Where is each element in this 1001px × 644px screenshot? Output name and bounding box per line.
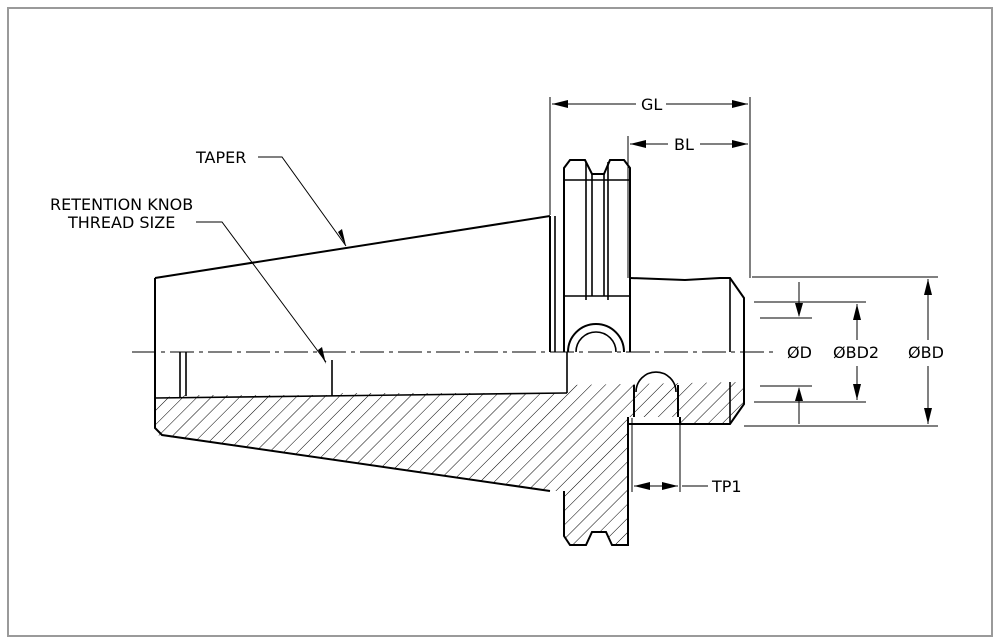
od-label: ØD [787, 343, 812, 362]
taper-label: TAPER [195, 148, 246, 167]
tp1-dimension [631, 418, 708, 492]
obd-label: ØBD [908, 343, 944, 362]
taper-leader [258, 156, 347, 247]
obd2-dimension [754, 301, 866, 403]
tool-body-outline [154, 159, 745, 546]
thread-size-label: THREAD SIZE [67, 213, 175, 232]
tp1-label: TP1 [711, 477, 742, 496]
obd2-label: ØBD2 [833, 343, 879, 362]
obd-dimension [744, 276, 938, 427]
retention-knob-label: RETENTION KNOB [50, 195, 193, 214]
section-hatching [155, 382, 744, 545]
od-dimension [760, 282, 812, 424]
gl-label: GL [641, 95, 662, 114]
drawing-border [7, 7, 993, 637]
gl-dimension [549, 97, 751, 278]
bl-label: BL [674, 135, 694, 154]
retention-knob-leader [196, 221, 327, 364]
bl-dimension [627, 136, 748, 278]
